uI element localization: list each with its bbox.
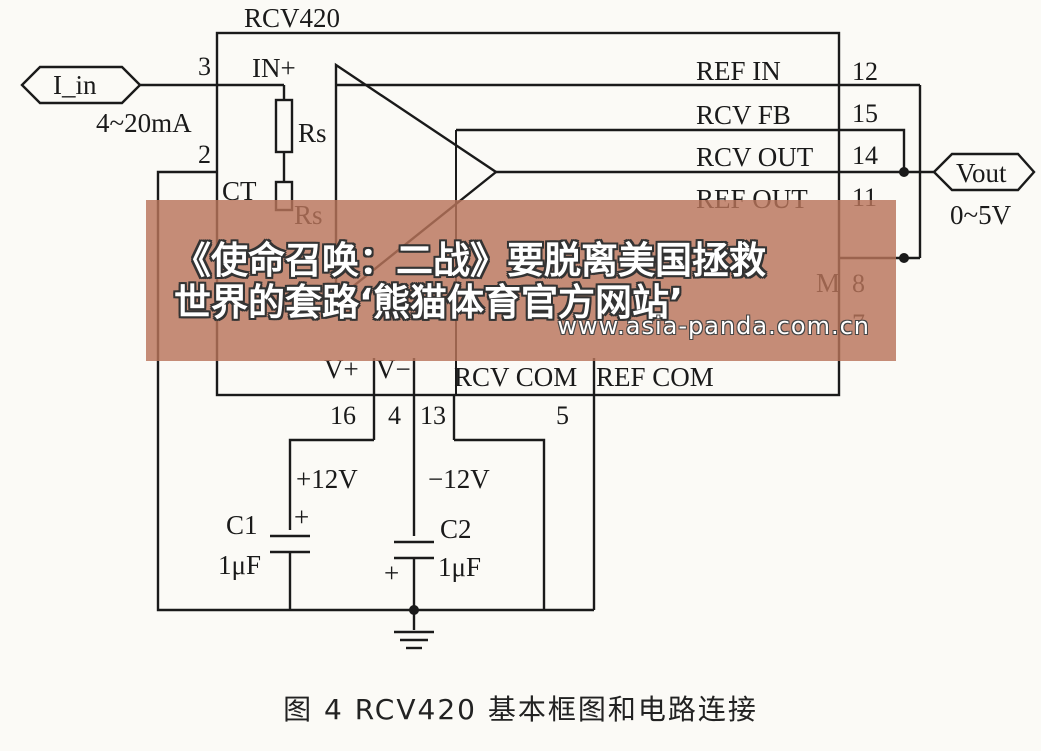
pin-3-number: 3: [198, 52, 211, 81]
c2-name: C2: [440, 514, 472, 544]
pin-2-number: 2: [198, 140, 211, 169]
pin-14-label: RCV OUT: [696, 142, 814, 172]
supply-neg: −12V: [428, 464, 490, 494]
pin-12-number: 12: [852, 57, 878, 86]
chip-name: RCV420: [244, 3, 340, 33]
pin-14-number: 14: [852, 141, 878, 170]
pin-5-label: REF COM: [596, 362, 714, 392]
c2-polarity: +: [384, 558, 399, 588]
watermark-line-2: 世界的套路‘熊猫体育官方网站’: [174, 281, 684, 324]
rcv-com-wire: [454, 438, 546, 610]
node-ground: [409, 605, 419, 615]
c2-value: 1μF: [438, 552, 481, 582]
ground-icon: [394, 630, 434, 650]
node-vout: [899, 167, 909, 177]
output-connector: [932, 152, 1036, 192]
watermark-url: www.asia-panda.com.cn: [557, 312, 870, 340]
pin-13-label: RCV COM: [454, 362, 577, 392]
pin-3-label: IN+: [252, 53, 296, 83]
output-range: 0~5V: [950, 200, 1012, 230]
rs-top-label: Rs: [298, 118, 327, 148]
c1-name: C1: [226, 510, 258, 540]
c1-value: 1μF: [218, 550, 261, 580]
input-range: 4~20mA: [96, 108, 192, 138]
input-label: I_in: [53, 70, 97, 100]
node-ref-out: [899, 253, 909, 263]
pin-16-number: 16: [330, 401, 356, 430]
watermark-line-1: 《使命召唤：二战》要脱离美国拯救: [174, 239, 766, 282]
output-label: Vout: [956, 158, 1007, 188]
supply-pos: +12V: [296, 464, 358, 494]
pin-4-number: 4: [388, 401, 401, 430]
rs-top-resistor: [274, 98, 294, 154]
pin-13-number: 13: [420, 401, 446, 430]
pin-15-label: RCV FB: [696, 100, 791, 130]
vplus-wire: [288, 438, 374, 530]
rcv-fb-wire: [456, 128, 906, 172]
c1-polarity: +: [294, 502, 309, 532]
pin-12-label: REF IN: [696, 56, 781, 86]
pin-5-number: 5: [556, 401, 569, 430]
ground-bus: [156, 170, 594, 612]
watermark-banner: 《使命召唤：二战》要脱离美国拯救 世界的套路‘熊猫体育官方网站’ www.asi…: [146, 200, 896, 361]
figure-caption: 图 4 RCV420 基本框图和电路连接: [283, 693, 758, 726]
pin-15-number: 15: [852, 99, 878, 128]
